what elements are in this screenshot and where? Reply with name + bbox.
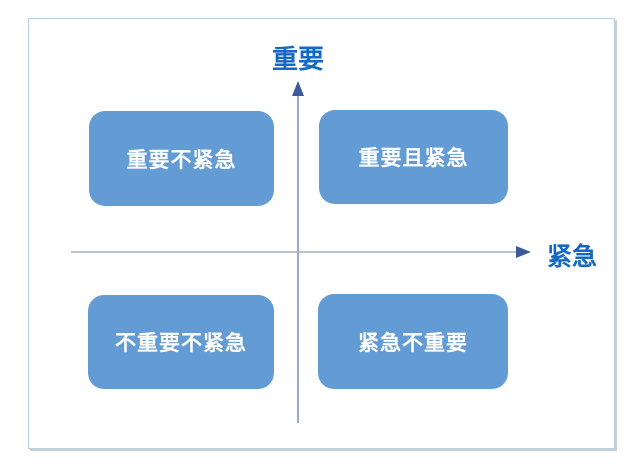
quadrant-label: 不重要不紧急 [115, 332, 247, 355]
axes-svg [71, 81, 531, 423]
quadrant-label: 紧急不重要 [358, 331, 468, 355]
diagram-frame: 重要不紧急 重要且紧急 不重要不紧急 紧急不重要 重要 紧急 [28, 18, 615, 449]
x-axis-label-urgent: 紧急 [546, 243, 597, 271]
quadrant-label: 重要不紧急 [126, 148, 237, 172]
quadrant-urgent-not-important: 紧急不重要 [318, 294, 508, 389]
quadrant-important-not-urgent: 重要不紧急 [89, 111, 274, 206]
quadrant-not-important-not-urgent: 不重要不紧急 [88, 295, 274, 389]
quadrant-label: 重要且紧急 [358, 147, 469, 170]
right-arrowhead-icon [516, 246, 531, 258]
quadrant-important-and-urgent: 重要且紧急 [319, 110, 508, 204]
y-axis-label-important: 重要 [271, 44, 324, 74]
up-arrowhead-icon [292, 81, 304, 96]
